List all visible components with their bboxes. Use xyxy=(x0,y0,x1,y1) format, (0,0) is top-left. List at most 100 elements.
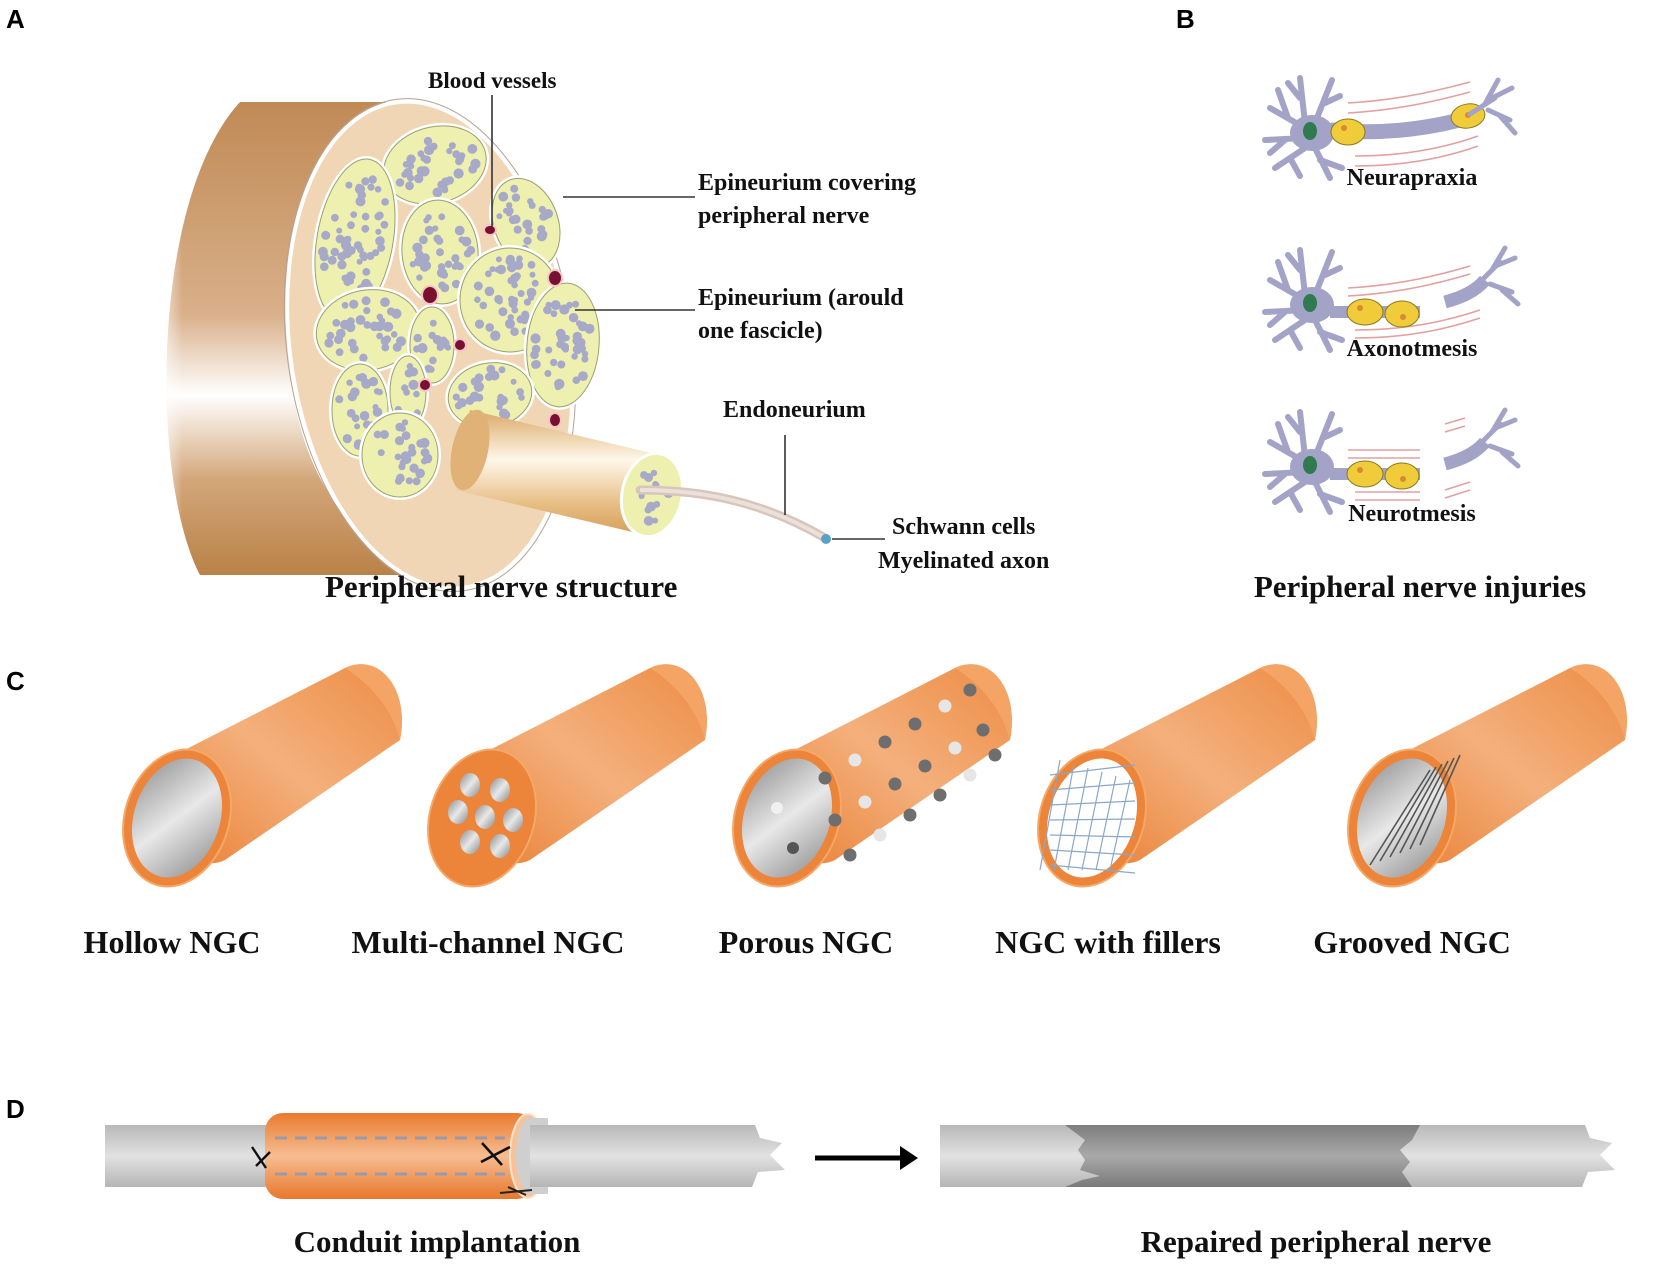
dendrite xyxy=(1267,75,1343,131)
axon xyxy=(331,213,339,222)
fascicle xyxy=(359,410,441,500)
axon-terminal xyxy=(1479,407,1521,469)
channel xyxy=(460,830,480,854)
axon xyxy=(413,333,422,343)
axon xyxy=(432,225,439,232)
axon xyxy=(319,252,329,262)
axon xyxy=(356,258,363,265)
schwann-cell-dot xyxy=(821,534,831,544)
axon xyxy=(381,198,389,206)
axon xyxy=(407,162,415,170)
pore xyxy=(787,842,799,854)
neuron-neurapraxia xyxy=(1262,75,1518,181)
axon xyxy=(346,408,356,418)
schwann-cell xyxy=(1346,298,1384,326)
dendrite xyxy=(1262,469,1345,515)
fascicles xyxy=(312,122,603,500)
axon xyxy=(380,220,389,229)
axon xyxy=(475,393,484,402)
axon xyxy=(361,296,371,306)
axon xyxy=(346,317,355,326)
axon xyxy=(409,261,417,268)
panel-letter-c: C xyxy=(6,666,25,696)
axon xyxy=(566,301,573,309)
axon xyxy=(531,279,539,287)
axon xyxy=(550,300,561,311)
axon xyxy=(380,297,390,308)
axon xyxy=(538,205,546,214)
groove-line xyxy=(1409,757,1455,850)
axon xyxy=(408,379,419,390)
axon xyxy=(489,266,496,273)
axon xyxy=(467,144,478,154)
sheath-line xyxy=(1347,273,1471,297)
axon xyxy=(413,345,421,353)
axon xyxy=(361,254,368,262)
pore xyxy=(976,723,990,737)
axon-distal xyxy=(1443,275,1490,309)
axon xyxy=(406,154,416,164)
groove-line xyxy=(1419,754,1461,846)
fascicle-tube xyxy=(455,410,660,535)
blood-vessel xyxy=(420,380,430,390)
axon xyxy=(571,353,578,360)
axon xyxy=(530,350,539,360)
sheath-line xyxy=(1347,91,1471,114)
axon xyxy=(347,278,355,285)
axon xyxy=(557,333,568,343)
axon xyxy=(557,360,566,369)
panel-c-conduits: Hollow NGC Multi-channel NGC Porous NGC … xyxy=(84,664,1627,960)
pore xyxy=(878,735,892,749)
axon xyxy=(347,246,354,253)
axon xyxy=(345,181,353,189)
axon xyxy=(378,317,386,325)
axon xyxy=(432,335,442,345)
filler-line xyxy=(1067,767,1089,871)
blood-vessel xyxy=(550,414,560,426)
axon xyxy=(376,332,383,340)
pore xyxy=(963,768,977,782)
schwann-cell xyxy=(1330,118,1366,146)
axon xyxy=(355,315,366,325)
axon xyxy=(367,183,375,191)
axon xyxy=(452,393,460,401)
panel-d-repair: Conduit implantation Repaired peripheral… xyxy=(105,1113,1615,1259)
axon xyxy=(454,225,465,236)
blood-vessels xyxy=(418,224,563,428)
axon xyxy=(419,343,426,350)
axon xyxy=(335,348,344,357)
axon xyxy=(441,177,451,187)
axon xyxy=(372,249,380,257)
axon xyxy=(354,184,366,195)
axon xyxy=(496,396,506,407)
filler-line xyxy=(1053,763,1075,871)
sheath-line xyxy=(1444,417,1466,425)
groove-line xyxy=(1379,766,1437,862)
axon xyxy=(377,449,385,457)
axon xyxy=(466,245,476,255)
pore xyxy=(888,777,902,791)
fascicle xyxy=(313,286,423,374)
axon xyxy=(562,345,569,353)
axon xyxy=(405,477,413,485)
axon xyxy=(440,283,450,293)
pore xyxy=(948,741,962,755)
axon xyxy=(513,225,522,234)
axon xyxy=(401,419,409,426)
axon xyxy=(321,230,331,240)
axon xyxy=(505,254,515,264)
axon xyxy=(396,473,405,481)
axon xyxy=(399,459,407,466)
channel xyxy=(460,773,480,797)
axon xyxy=(508,215,518,225)
axon xyxy=(395,178,405,187)
axon xyxy=(640,471,648,479)
axon xyxy=(320,262,329,272)
label-multichannel-ngc: Multi-channel NGC xyxy=(352,924,625,960)
schwann-cell xyxy=(1346,460,1384,488)
dendrite xyxy=(1267,409,1343,465)
pore xyxy=(918,759,932,773)
axon xyxy=(461,236,472,247)
label-porous-ngc: Porous NGC xyxy=(719,924,894,960)
